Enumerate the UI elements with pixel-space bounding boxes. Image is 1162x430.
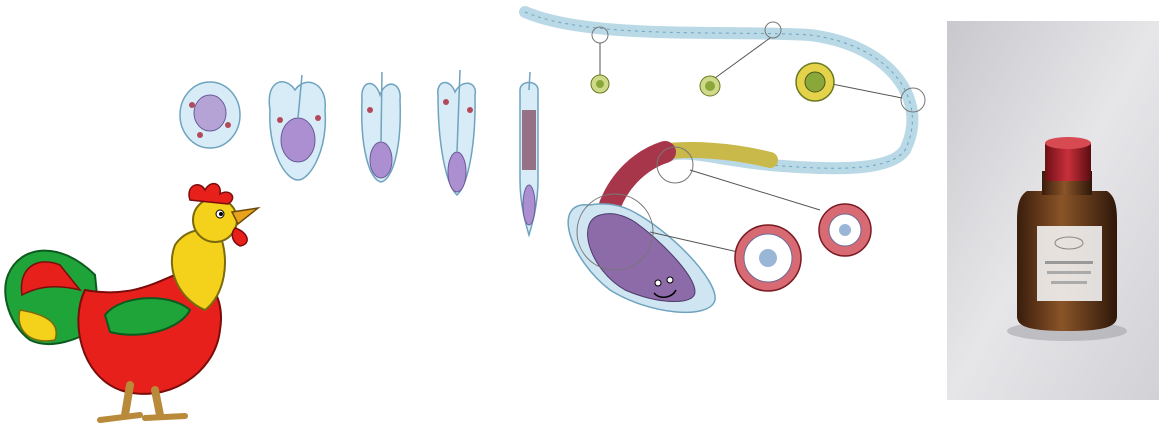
spermatid-stage-3 — [362, 72, 401, 182]
spermatid-stage-4 — [438, 70, 476, 195]
sperm-development-diagram — [170, 0, 940, 330]
spermatid-round-cell — [180, 82, 240, 148]
tail-cross-section-small — [591, 43, 609, 93]
spermatid-stage-2 — [269, 75, 325, 180]
mature-sperm — [525, 12, 912, 312]
sperm-diagram-icon — [170, 0, 940, 330]
spermatid-elongated — [520, 72, 538, 235]
bottle-icon — [947, 21, 1159, 400]
medicine-bottle-photo — [947, 21, 1159, 400]
tail-cross-section-medium — [700, 38, 770, 96]
